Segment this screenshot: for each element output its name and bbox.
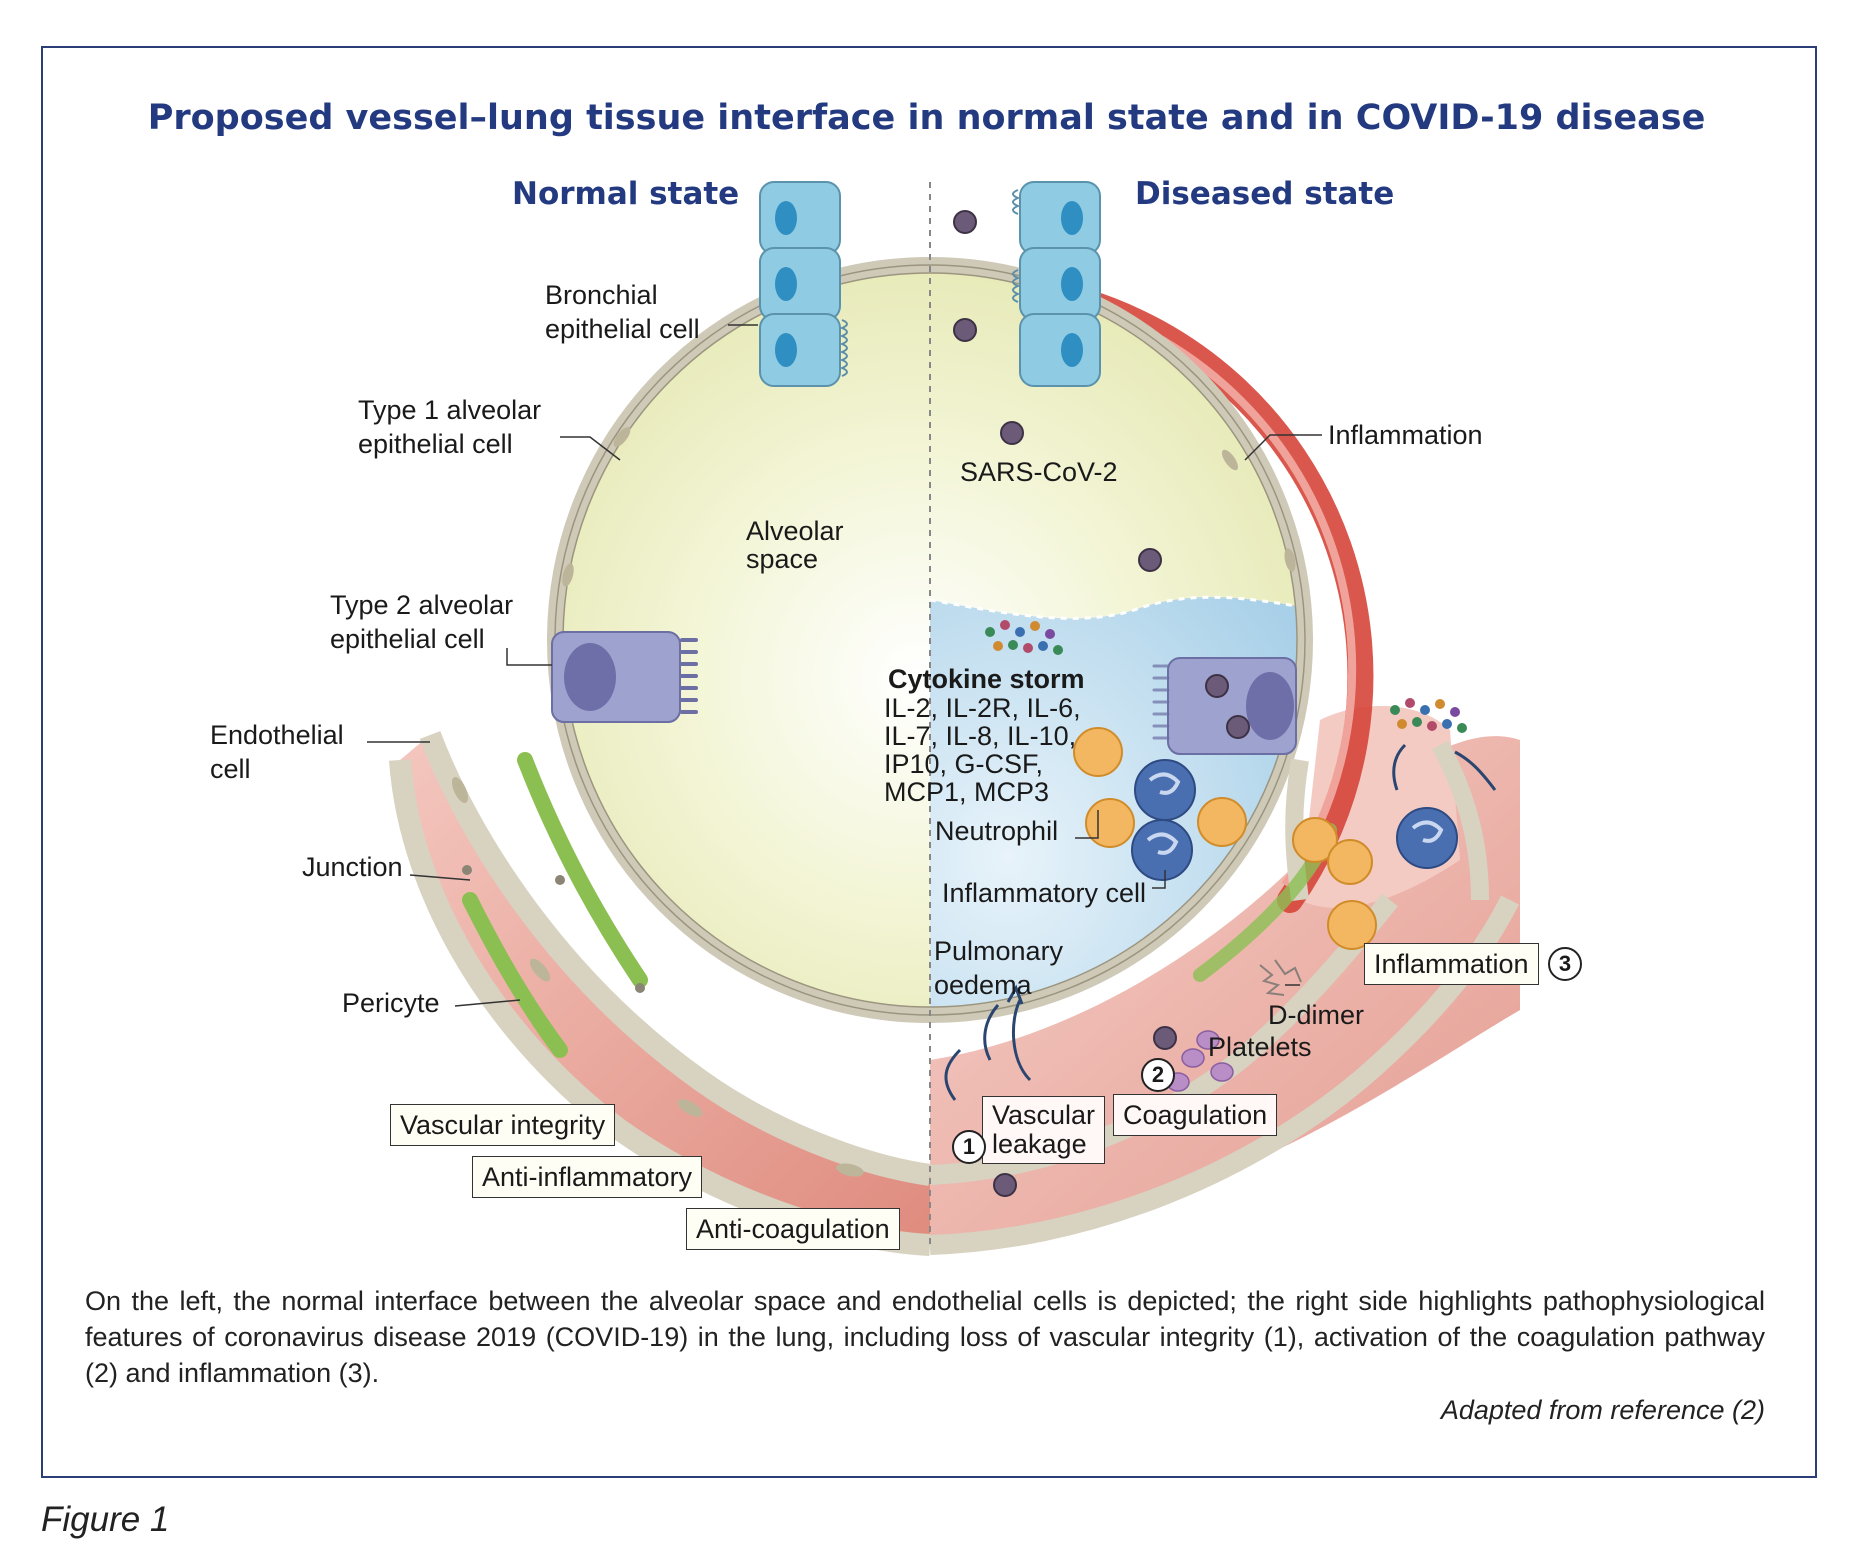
neutrophils [1131, 759, 1458, 881]
vascular-leakage-line-2: leakage [992, 1129, 1087, 1159]
box-coagulation: Coagulation [1113, 1094, 1278, 1136]
label-bronchial-2: epithelial cell [545, 314, 700, 344]
cytokine-storm-heading: Cytokine storm [888, 664, 1085, 694]
label-d-dimer: D-dimer [1268, 1000, 1365, 1030]
arrows [944, 743, 1497, 1101]
label-type1-2: epithelial cell [358, 429, 513, 459]
cytokine-line-3: IP10, G-CSF, [884, 749, 1044, 779]
label-endothelial-2: cell [210, 754, 251, 784]
type2-alveolar-cell-left [551, 631, 698, 723]
box-vascular-leakage: Vascular leakage [982, 1096, 1106, 1164]
normal-state-heading: Normal state [512, 176, 740, 212]
figure-caption: On the left, the normal interface betwee… [85, 1286, 1765, 1388]
label-type1-1: Type 1 alveolar [358, 395, 542, 425]
box-inflammation: Inflammation [1364, 943, 1539, 985]
marker-1: 1 [952, 1130, 986, 1164]
label-pericyte: Pericyte [342, 988, 440, 1018]
label-inflammation-top: Inflammation [1328, 420, 1483, 450]
d-dimer-fibrin [1259, 959, 1302, 996]
platelets [1166, 1030, 1234, 1092]
cytokine-line-1: IL-2, IL-2R, IL-6, [884, 693, 1081, 723]
label-pulmonary-2: oedema [934, 970, 1032, 1000]
label-pulmonary-1: Pulmonary [934, 936, 1064, 966]
label-endothelial-1: Endothelial [210, 720, 344, 750]
cytokine-dots [985, 620, 1467, 733]
cytokine-line-2: IL-7, IL-8, IL-10, [884, 721, 1077, 751]
diseased-state-heading: Diseased state [1135, 176, 1395, 212]
box-anti-inflammatory: Anti-inflammatory [472, 1156, 703, 1198]
box-anti-coagulation: Anti-coagulation [686, 1208, 900, 1250]
marker-2: 2 [1141, 1058, 1175, 1092]
label-bronchial-1: Bronchial [545, 280, 658, 310]
bronchial-epithelial-cells-right [1012, 181, 1101, 387]
type2-alveolar-cell-right [1152, 657, 1297, 755]
figure-credit: Adapted from reference (2) [1440, 1395, 1765, 1425]
inflammatory-cells-orange [1073, 727, 1377, 950]
label-platelets: Platelets [1208, 1032, 1312, 1062]
figure-title: Proposed vessel–lung tissue interface in… [147, 98, 1706, 138]
label-junction: Junction [302, 852, 403, 882]
label-sars-cov-2: SARS-CoV-2 [960, 457, 1118, 487]
label-inflammatory-cell: Inflammatory cell [942, 878, 1147, 908]
figure-label: Figure 1 [41, 1500, 170, 1539]
vascular-leakage-line-1: Vascular [992, 1100, 1096, 1130]
inflammation-arc [1067, 287, 1374, 913]
capillary-vessel-left [389, 728, 932, 1256]
label-type2-1: Type 2 alveolar [330, 590, 514, 620]
figure-frame [41, 46, 1817, 1478]
label-type2-2: epithelial cell [330, 624, 485, 654]
sars-cov-2-virions [953, 210, 1250, 1197]
cytokine-line-4: MCP1, MCP3 [884, 777, 1050, 807]
box-vascular-integrity: Vascular integrity [390, 1104, 616, 1146]
label-alveolar-1: Alveolar [746, 516, 844, 546]
label-alveolar-2: space [746, 544, 819, 574]
label-neutrophil: Neutrophil [935, 816, 1059, 846]
bronchial-epithelial-cells-left [759, 181, 848, 387]
marker-3: 3 [1548, 947, 1582, 981]
